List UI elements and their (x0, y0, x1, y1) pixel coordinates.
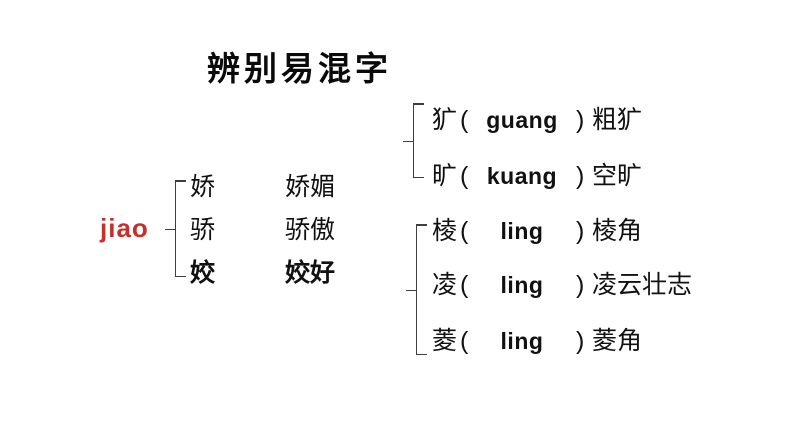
pinyin-text: ling (500, 272, 544, 298)
example-word: 棱角 (592, 217, 643, 245)
hanzi-char: 凌 (432, 271, 458, 299)
pinyin-char-row: 棱 ( ling ) 棱角 (432, 218, 762, 244)
right-group-1-bracket (403, 103, 424, 178)
hanzi-char: 骄 (190, 216, 216, 244)
example-word: 姣好 (285, 259, 336, 287)
close-paren: ) (576, 162, 585, 190)
example-word: 凌云壮志 (592, 271, 693, 299)
hanzi-char: 菱 (432, 327, 458, 355)
example-word: 娇媚 (285, 173, 336, 201)
close-paren: ) (576, 217, 585, 245)
hanzi-char: 娇 (190, 173, 216, 201)
hanzi-char: 棱 (432, 217, 458, 245)
pinyin-char-row: 菱 ( ling ) 菱角 (432, 328, 762, 354)
example-word: 粗犷 (592, 106, 643, 134)
example-word: 骄傲 (285, 216, 336, 244)
pinyin-text: kuang (486, 163, 558, 189)
open-paren: ( (460, 162, 469, 190)
pinyin-char-row: 犷 ( guang ) 粗犷 (432, 107, 762, 133)
example-word: 空旷 (592, 162, 643, 190)
pinyin-char-row: 凌 ( ling ) 凌云壮志 (432, 272, 762, 298)
bracket-tick (406, 289, 416, 291)
close-paren: ) (576, 327, 585, 355)
close-paren: ) (576, 106, 585, 134)
open-paren: ( (460, 271, 469, 299)
pinyin-text: ling (500, 328, 544, 354)
left-char-row: 骄 骄傲 (190, 217, 410, 243)
left-char-row: 姣 姣好 (190, 260, 410, 286)
left-group-bracket (165, 180, 186, 277)
open-paren: ( (460, 106, 469, 134)
hanzi-char: 犷 (432, 106, 458, 134)
right-group-2-bracket (406, 224, 427, 355)
example-word: 菱角 (592, 327, 643, 355)
pinyin-char-row: 旷 ( kuang ) 空旷 (432, 163, 762, 189)
open-paren: ( (460, 217, 469, 245)
hanzi-char: 旷 (432, 162, 458, 190)
page-title: 辨别易混字 (207, 50, 392, 87)
pinyin-text: guang (486, 107, 558, 133)
open-paren: ( (460, 327, 469, 355)
close-paren: ) (576, 271, 585, 299)
pinyin-text: ling (500, 218, 544, 244)
hanzi-char: 姣 (190, 259, 216, 287)
bracket-tick (165, 228, 175, 230)
bracket-tick (403, 140, 413, 142)
pinyin-label-jiao: jiao (100, 213, 149, 243)
left-char-row: 娇 娇媚 (190, 174, 410, 200)
